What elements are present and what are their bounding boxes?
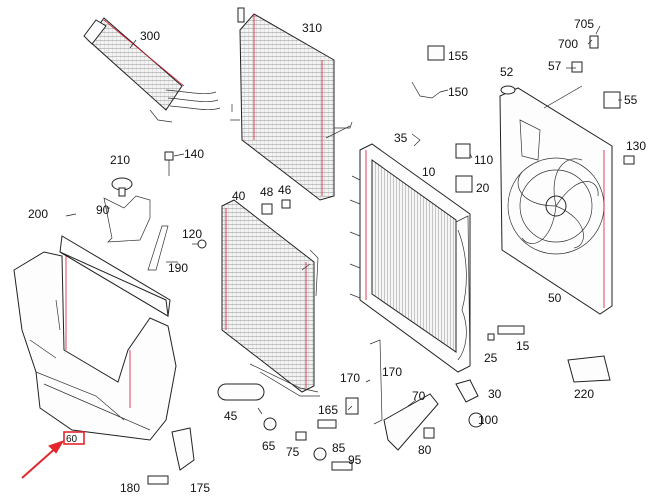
label-35: 35 (394, 131, 408, 145)
label-40: 40 (232, 189, 246, 203)
label-10: 10 (422, 165, 436, 179)
part-60-air-duct (13, 195, 177, 479)
part-190-bracket (147, 225, 207, 271)
label-705: 705 (574, 17, 594, 31)
part-300-oil-cooler (83, 17, 221, 123)
label-310: 310 (302, 21, 322, 35)
fasteners (111, 35, 635, 485)
label-75: 75 (286, 445, 300, 459)
label-57: 57 (548, 59, 562, 73)
label-190: 190 (168, 261, 188, 275)
label-52: 52 (500, 65, 514, 79)
label-20: 20 (476, 181, 490, 195)
label-300: 300 (140, 29, 160, 43)
label-60-highlighted: 60 (66, 434, 78, 445)
label-48: 48 (260, 185, 274, 199)
label-55: 55 (624, 93, 638, 107)
label-155: 155 (448, 49, 468, 63)
part-50-fan-shroud (499, 87, 613, 315)
callout-labels: 300 310 705 700 155 57 52 150 55 35 110 … (28, 17, 646, 495)
label-25: 25 (484, 351, 498, 365)
label-90: 90 (96, 203, 110, 217)
label-165: 165 (318, 403, 338, 417)
label-30: 30 (488, 387, 502, 401)
label-700: 700 (558, 37, 578, 51)
label-220: 220 (574, 387, 594, 401)
label-65: 65 (262, 439, 276, 453)
label-80: 80 (418, 443, 432, 457)
label-45: 45 (224, 409, 238, 423)
label-170-lower: 170 (340, 371, 360, 385)
label-15: 15 (516, 339, 530, 353)
label-175: 175 (190, 481, 210, 495)
label-110: 110 (474, 153, 493, 167)
label-210: 210 (110, 153, 130, 167)
label-150: 150 (448, 85, 468, 99)
label-95: 95 (348, 453, 362, 467)
label-130: 130 (626, 139, 646, 153)
part-40-cooler (221, 199, 320, 397)
label-120: 120 (182, 227, 202, 241)
label-100: 100 (478, 413, 498, 427)
leader-lines (65, 25, 622, 415)
part-10-radiator (349, 143, 471, 373)
label-140: 140 (184, 147, 204, 161)
label-85: 85 (332, 441, 346, 455)
part-310-condenser (230, 7, 353, 201)
label-200: 200 (28, 207, 48, 221)
label-70: 70 (412, 389, 426, 403)
label-170-upper: 170 (382, 365, 402, 379)
label-180: 180 (120, 481, 140, 495)
label-50: 50 (548, 291, 562, 305)
label-46: 46 (278, 183, 292, 197)
